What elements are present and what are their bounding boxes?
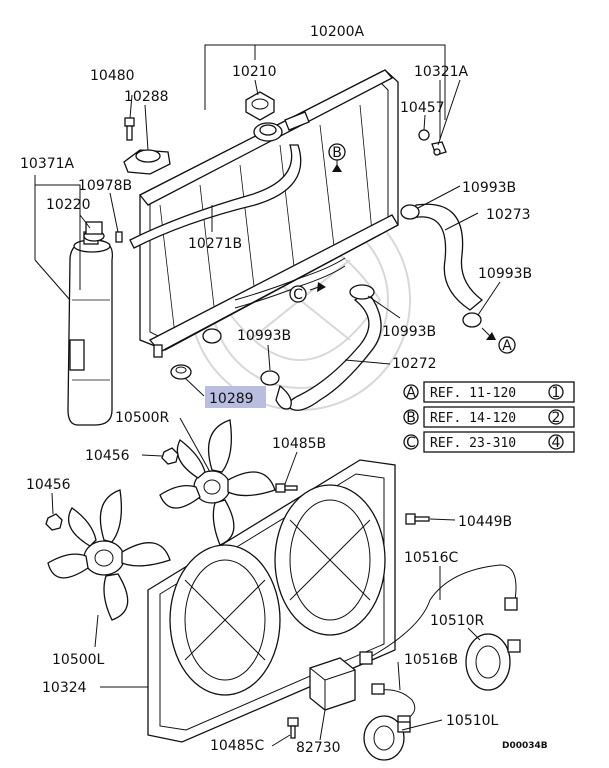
reference-row-b: B REF. 14-120 2 xyxy=(403,406,575,428)
highlight-box xyxy=(205,386,266,408)
flow-arrows xyxy=(309,160,496,340)
reserve-cap[interactable] xyxy=(83,221,105,242)
hose-clip-10978B[interactable] xyxy=(115,231,123,243)
label-10456-b: 10456 xyxy=(26,477,71,493)
harness-10516C[interactable] xyxy=(359,564,518,665)
label-10978B: 10978B xyxy=(78,178,132,194)
label-10516B: 10516B xyxy=(404,652,458,668)
radiator-cap[interactable] xyxy=(245,91,275,121)
hose-end xyxy=(275,384,292,410)
reference-row-c: C REF. 23-310 4 xyxy=(403,431,575,453)
svg-text:A: A xyxy=(502,338,512,354)
label-10456-a: 10456 xyxy=(85,448,130,464)
bolt-10485B[interactable] xyxy=(275,483,298,493)
hose-clamp-10993B-a[interactable] xyxy=(400,204,420,220)
label-10516C: 10516C xyxy=(404,550,459,566)
label-10449B: 10449B xyxy=(458,514,512,530)
nut-10456-b[interactable] xyxy=(45,513,63,531)
overflow-hose[interactable] xyxy=(234,257,346,301)
svg-text:REF. 14-120: REF. 14-120 xyxy=(430,411,516,426)
label-10272: 10272 xyxy=(392,356,437,372)
label-10500R: 10500R xyxy=(115,410,170,426)
label-10993B-c: 10993B xyxy=(382,324,436,340)
label-10200A: 10200A xyxy=(310,24,365,40)
drain-plug-10289[interactable] xyxy=(170,364,192,380)
label-10993B-b: 10993B xyxy=(478,266,532,282)
label-10210: 10210 xyxy=(232,64,277,80)
svg-text:B: B xyxy=(332,145,342,161)
hose-clamp-10993B-d[interactable] xyxy=(260,370,280,386)
lower-hose[interactable] xyxy=(288,291,382,411)
callout-c: C xyxy=(289,285,307,303)
mount-bushing-10288[interactable] xyxy=(123,149,171,175)
svg-text:REF. 11-120: REF. 11-120 xyxy=(430,386,516,401)
label-10480: 10480 xyxy=(90,68,135,84)
callout-a: A xyxy=(498,336,516,354)
svg-text:2: 2 xyxy=(552,410,561,426)
label-10371A: 10371A xyxy=(20,156,75,172)
label-10288: 10288 xyxy=(124,89,169,105)
reserve-tank[interactable] xyxy=(67,231,114,426)
label-10485B: 10485B xyxy=(272,436,326,452)
svg-text:REF. 23-310: REF. 23-310 xyxy=(430,436,516,451)
svg-text:A: A xyxy=(406,385,416,401)
label-82730: 82730 xyxy=(296,740,341,756)
fan-relay-82730[interactable] xyxy=(309,657,356,711)
label-10510L: 10510L xyxy=(446,713,499,729)
bolt-10480[interactable] xyxy=(124,117,135,141)
drain-cock-10321A[interactable] xyxy=(431,141,447,156)
label-10485C: 10485C xyxy=(210,738,265,754)
leader-lines xyxy=(34,44,501,747)
callout-b: B xyxy=(328,143,346,161)
label-10993B-d: 10993B xyxy=(237,328,291,344)
label-10457: 10457 xyxy=(400,100,445,116)
svg-text:4: 4 xyxy=(552,435,561,451)
svg-text:1: 1 xyxy=(552,385,561,401)
fan-left-10500L[interactable] xyxy=(47,489,171,621)
reference-table: A REF. 11-120 1 B REF. 14-120 2 C REF. 2… xyxy=(403,381,575,453)
label-10500L: 10500L xyxy=(52,652,105,668)
label-10273: 10273 xyxy=(486,207,531,223)
label-10289: 10289 xyxy=(209,391,254,407)
label-10324: 10324 xyxy=(42,680,87,696)
hose-clamp-10993B-c[interactable] xyxy=(349,284,375,300)
fan-motor-10510L[interactable] xyxy=(363,715,411,761)
hose-10273[interactable] xyxy=(411,203,484,311)
drawing-code: D00034B xyxy=(502,741,548,751)
nut-10456-a[interactable] xyxy=(161,447,179,465)
fan-motor-10510R[interactable] xyxy=(465,633,521,691)
label-10271B: 10271B xyxy=(188,236,242,252)
label-10993B-a: 10993B xyxy=(462,180,516,196)
label-10321A: 10321A xyxy=(414,64,469,80)
svg-text:C: C xyxy=(406,435,416,451)
part-labels: 10200A 10210 10321A 10480 10288 10457 10… xyxy=(20,24,532,756)
drain-plug-10457[interactable] xyxy=(418,129,430,141)
bolt-10485C[interactable] xyxy=(287,717,299,739)
fan-right-10500R[interactable] xyxy=(159,419,276,546)
svg-text:B: B xyxy=(406,410,416,426)
label-10220: 10220 xyxy=(46,197,91,213)
upper-hose[interactable] xyxy=(129,144,302,249)
svg-text:C: C xyxy=(293,287,303,303)
radiator[interactable] xyxy=(138,69,399,358)
bolt-10449B[interactable] xyxy=(405,513,430,525)
label-10510R: 10510R xyxy=(430,613,485,629)
reference-row-a: A REF. 11-120 1 xyxy=(403,381,575,403)
hose-clamp-10993B-b[interactable] xyxy=(462,312,482,328)
